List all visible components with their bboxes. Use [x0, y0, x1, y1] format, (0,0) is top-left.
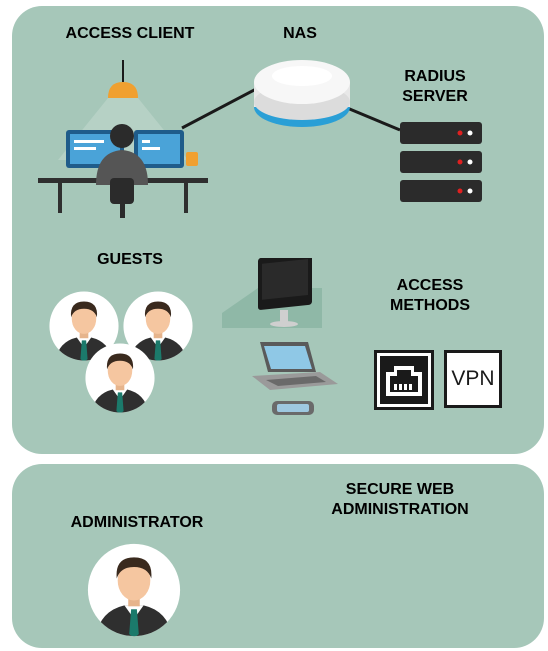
- radius-server-icon: [400, 122, 482, 202]
- guest-avatar-icon: [84, 342, 156, 414]
- vpn-box-icon: VPN: [444, 350, 502, 408]
- administrator-avatar-icon: [86, 542, 182, 638]
- secure-web-administration-label: SECURE WEB ADMINISTRATION: [331, 481, 469, 518]
- desk-worker-icon: [38, 60, 208, 218]
- access-client-label: ACCESS CLIENT: [65, 25, 195, 42]
- guests-label: GUESTS: [97, 251, 163, 268]
- nas-label: NAS: [283, 25, 317, 42]
- administrator-label: ADMINISTRATOR: [70, 514, 204, 531]
- vpn-label: VPN: [451, 367, 495, 390]
- connector-lines: [181, 86, 401, 132]
- phone-icon: [272, 401, 314, 415]
- radius-server-label: RADIUS SERVER: [402, 68, 468, 105]
- ethernet-port-icon: [374, 350, 434, 410]
- nas-router-icon: [254, 60, 350, 127]
- access-methods-label: ACCESS METHODS: [390, 277, 470, 314]
- monitor-icon: [222, 258, 322, 328]
- laptop-icon: [252, 342, 338, 390]
